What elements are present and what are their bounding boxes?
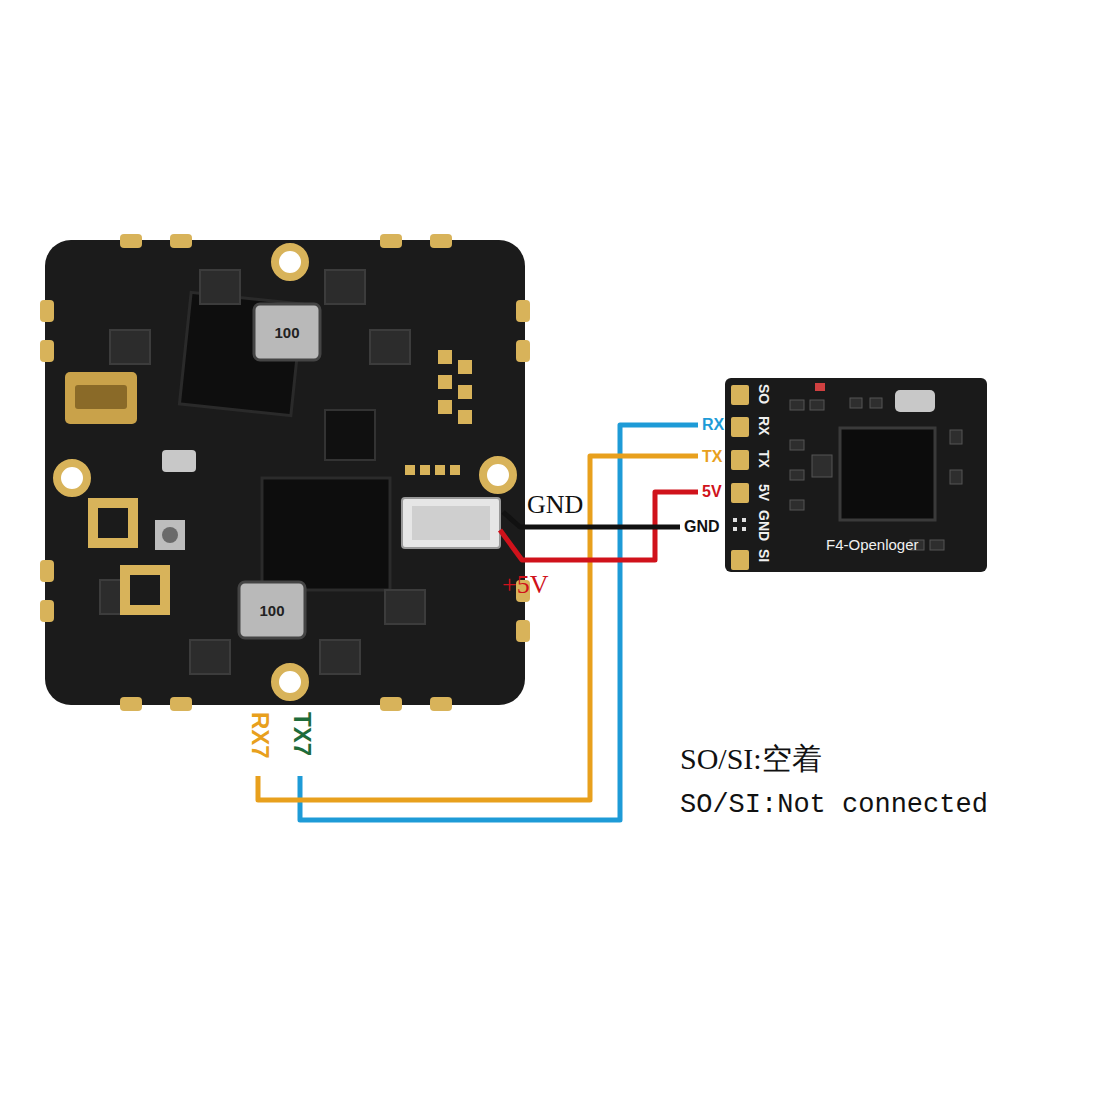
wire-label: RX — [702, 417, 724, 433]
silkscreen-pin: SI — [757, 549, 771, 562]
inductor-marking: 100 — [274, 325, 299, 340]
wire-label: +5V — [502, 572, 548, 598]
board-name: F4-Openloger — [826, 537, 919, 552]
wire-label: TX — [702, 449, 722, 465]
flight-controller — [40, 234, 530, 711]
silkscreen-pin: TX — [757, 450, 771, 468]
silkscreen-pin: SO — [757, 384, 771, 404]
silkscreen-pin: GND — [757, 510, 771, 541]
note: SO/SI:空着 — [680, 744, 822, 774]
wire-label: GND — [684, 519, 720, 535]
pad-label: RX7 — [248, 712, 272, 759]
pad-label: TX7 — [290, 712, 314, 756]
silkscreen-pin: RX — [757, 416, 771, 435]
openlogger-board — [725, 378, 987, 572]
wire-label: GND — [527, 492, 583, 518]
wires — [258, 425, 698, 820]
note: SO/SI:Not connected — [680, 792, 988, 819]
silkscreen-pin: 5V — [757, 484, 771, 501]
wire-label: 5V — [702, 484, 722, 500]
inductor-marking: 100 — [259, 603, 284, 618]
